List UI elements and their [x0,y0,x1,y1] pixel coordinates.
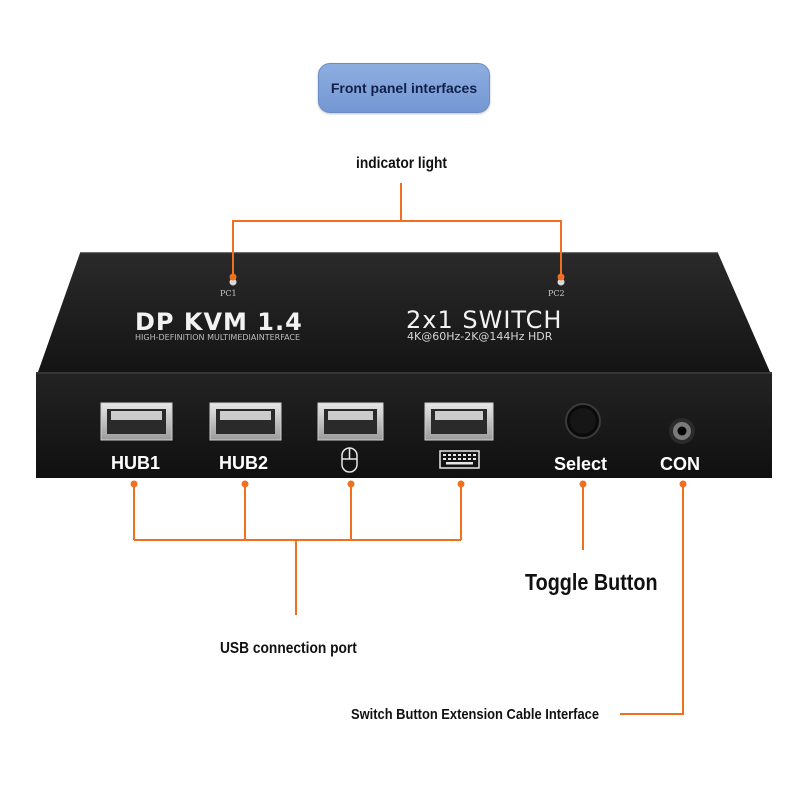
select-button[interactable] [565,403,601,439]
brand-subtitle: 2x1 SWITCH [406,306,563,334]
port-label-con: CON [660,454,700,474]
indicator-light-label: indicator light [356,155,447,172]
mouse-icon [341,447,358,473]
port-label-hub1: HUB1 [111,453,161,473]
port-label-hub2: HUB2 [219,453,269,473]
device-top-face [38,253,770,372]
indicator-callout-line [232,220,562,278]
usb-port-callout-label: USB connection port [220,640,357,657]
led-pc2 [557,278,565,286]
usb-port-keyboard[interactable] [424,402,494,441]
usb-port-hub1[interactable] [100,402,173,441]
brand-title: DP KVM 1.4 [135,308,303,336]
usb-port-hub2[interactable] [209,402,282,441]
keyboard-icon [439,450,480,469]
led-pc1 [229,278,237,286]
front-panel-title: Front panel interfaces [318,63,490,113]
brand-spec: 4K@60Hz-2K@144Hz HDR [407,330,553,343]
led-label-pc2: PC2 [548,289,565,298]
brand-tagline: HIGH-DEFINITION MULTIMEDIAINTERFACE [135,333,301,342]
toggle-button-callout-label: Toggle Button [525,569,658,595]
extension-interface-callout-label: Switch Button Extension Cable Interface [351,706,600,723]
con-jack[interactable] [669,418,695,444]
usb-port-mouse[interactable] [317,402,384,441]
led-label-pc1: PC1 [220,289,237,298]
port-label-select: Select [554,454,608,474]
callout-anchor-dots [130,273,687,488]
callout-lines [133,183,684,715]
extension-callout-line [620,484,684,715]
